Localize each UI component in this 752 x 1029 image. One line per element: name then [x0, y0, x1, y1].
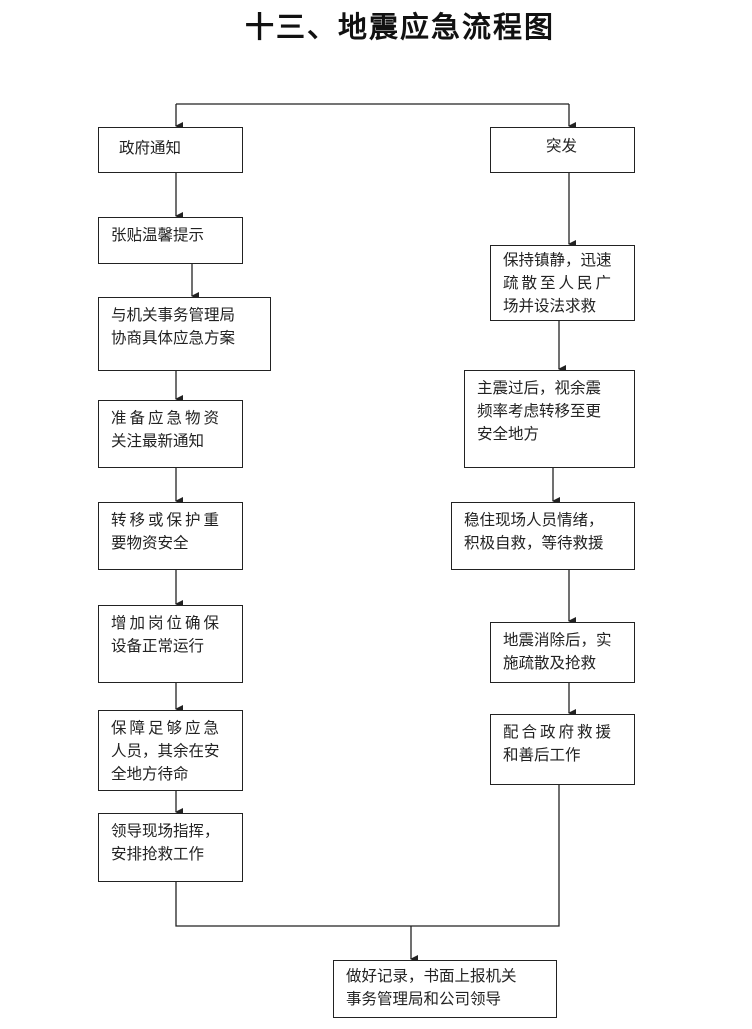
step-ensure-staff: 保障足够应急 人员，其余在安 全地方待命 — [98, 710, 243, 791]
step-text: 政府通知 — [119, 139, 182, 157]
step-text: 协商具体应急方案 — [111, 329, 236, 347]
step-text: 频率考虑转移至更 — [477, 402, 602, 420]
step-add-posts: 增加岗位确保 设备正常运行 — [98, 605, 243, 683]
step-text: 事务管理局和公司领导 — [346, 990, 502, 1008]
step-consult-plan: 与机关事务管理局 协商具体应急方案 — [98, 297, 271, 371]
step-stay-calm: 保持镇静，迅速 疏散至人民广 场并设法求救 — [490, 245, 635, 321]
step-text: 要物资安全 — [111, 534, 189, 552]
step-text: 疏散至人民广 — [503, 274, 615, 292]
step-after-mainshock: 主震过后，视余震 频率考虑转移至更 安全地方 — [464, 370, 635, 468]
step-text: 地震消除后，实 — [503, 631, 612, 649]
step-text: 配合政府救援 — [503, 723, 615, 741]
step-text: 准备应急物资 — [111, 409, 223, 427]
page-title: 十三、地震应急流程图 — [244, 10, 555, 44]
step-prepare-supplies: 准备应急物资 关注最新通知 — [98, 400, 243, 468]
step-evacuate-rescue: 地震消除后，实 施疏散及抢救 — [490, 622, 635, 683]
step-text: 保障足够应急 — [111, 719, 223, 737]
step-text: 关注最新通知 — [111, 432, 205, 450]
step-text: 与机关事务管理局 — [111, 306, 236, 324]
step-text: 稳住现场人员情绪， — [464, 511, 604, 529]
step-record-report: 做好记录，书面上报机关 事务管理局和公司领导 — [333, 960, 557, 1018]
step-text: 人员，其余在安 — [111, 742, 220, 760]
step-text: 设备正常运行 — [111, 637, 205, 655]
step-text: 安排抢救工作 — [111, 845, 205, 863]
step-cooperate-government: 配合政府救援 和善后工作 — [490, 714, 635, 785]
step-text: 领导现场指挥， — [111, 822, 220, 840]
step-sudden: 突发 — [490, 127, 635, 173]
step-text: 场并设法求救 — [503, 297, 597, 315]
step-text: 做好记录，书面上报机关 — [346, 967, 517, 985]
step-text: 增加岗位确保 — [111, 614, 223, 632]
step-text: 张贴温馨提示 — [111, 226, 205, 244]
step-government-notice: 政府通知 — [98, 127, 243, 173]
step-calm-staff: 稳住现场人员情绪， 积极自救，等待救援 — [451, 502, 635, 570]
step-text: 突发 — [546, 137, 578, 155]
step-text: 主震过后，视余震 — [477, 379, 602, 397]
step-post-notice: 张贴温馨提示 — [98, 217, 243, 264]
step-text: 和善后工作 — [503, 746, 581, 764]
step-text: 全地方待命 — [111, 765, 189, 783]
merge-line — [175, 784, 560, 927]
step-text: 转移或保护重 — [111, 511, 223, 529]
step-text: 施疏散及抢救 — [503, 654, 597, 672]
step-lead-command: 领导现场指挥， 安排抢救工作 — [98, 813, 243, 882]
step-text: 安全地方 — [477, 425, 540, 443]
step-text: 积极自救，等待救援 — [464, 534, 604, 552]
step-protect-materials: 转移或保护重 要物资安全 — [98, 502, 243, 570]
step-text: 保持镇静，迅速 — [503, 251, 612, 269]
